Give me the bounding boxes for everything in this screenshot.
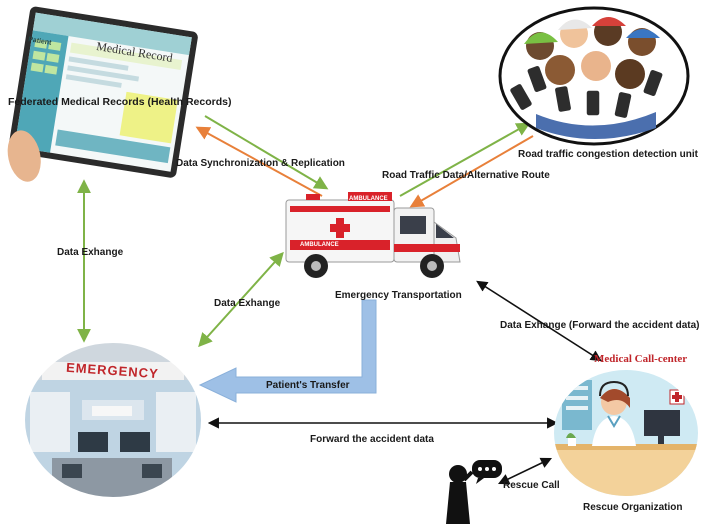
call-center-operator-image [554,370,698,496]
label-data-exchange-left: Data Exhange [57,247,124,258]
ambulance-hospital-arrow [198,251,284,348]
medical-records-label: Federated Medical Records (Health Record… [8,96,232,108]
callcenter-ambulance-arrow [476,280,602,362]
label-patient-transfer: Patient's Transfer [266,380,350,391]
call-center-title: Medical Call-center [594,353,688,365]
medical-record-tablet-image [7,6,198,182]
label-rescue-call: Rescue Call [503,480,560,491]
traffic-arrow-green [399,122,531,197]
rescue-organization-label: Rescue Organization [583,502,683,513]
ambulance-roof-text: AMBULANCE [349,196,388,202]
label-data-exchange-right: Data Exhange (Forward the accident data) [500,320,700,331]
label-road-traffic: Road Traffic Data/Alternative Route [382,170,550,181]
label-data-exchange-mid: Data Exhange [214,298,281,309]
traffic-unit-label: Road traffic congestion detection unit [518,149,699,160]
ambulance-label: Emergency Transportation [335,290,462,301]
crowd-with-phones-image [498,6,690,146]
sync-arrow-green [204,115,329,190]
hospital-emergency-image [23,341,203,499]
ambulance-side-text: AMBULANCE [300,242,339,248]
label-data-sync: Data Synchronization & Replication [176,158,345,169]
rescue-call-arrow [497,457,553,485]
caller-person-icon [446,460,502,524]
ambulance-image [285,192,461,278]
patient-transfer-arrow [198,299,377,403]
sync-arrow-orange [195,126,323,197]
traffic-arrow-orange [409,135,534,208]
label-forward-accident: Forward the accident data [310,434,434,445]
